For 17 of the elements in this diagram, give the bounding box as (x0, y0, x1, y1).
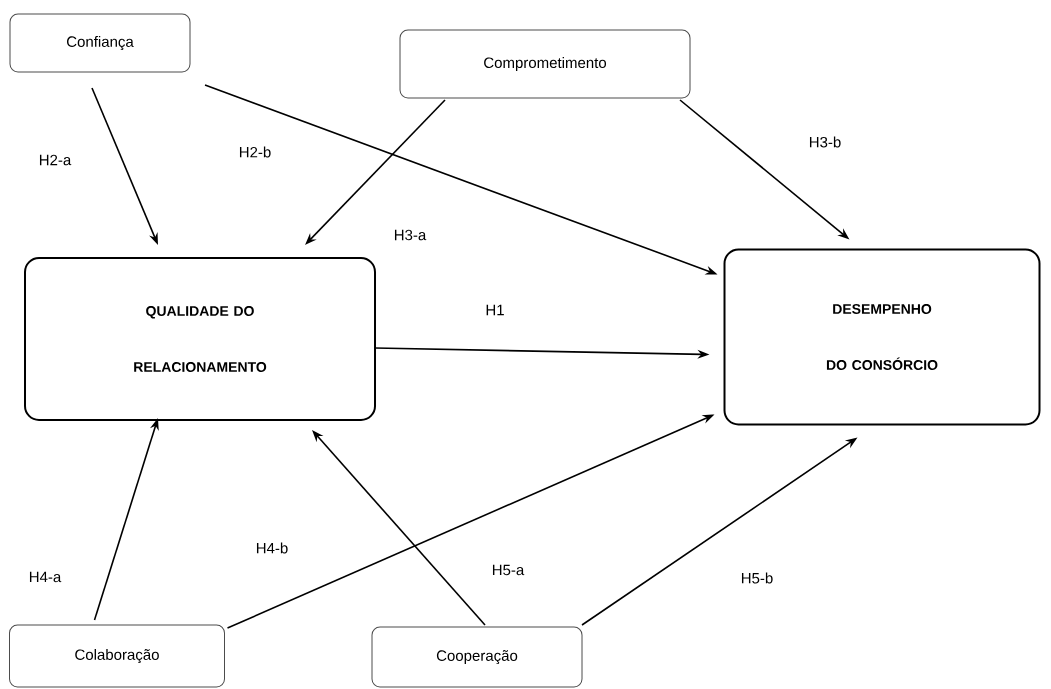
edge-label: H4-a (29, 571, 62, 583)
edge-label: H3-a (394, 229, 427, 241)
variable-box: Confiança (9, 13, 191, 73)
edge-label: H5-a (493, 564, 525, 576)
arrow (305, 99, 446, 245)
variable-box: Colaboração (9, 624, 225, 688)
edge-label: H2-b (239, 146, 271, 158)
edge-label: H5-b (742, 572, 773, 584)
edge-label: H3-b (810, 136, 841, 148)
variable-box: Comprometimento (399, 29, 691, 99)
edge-label: H1 (486, 304, 504, 316)
variable-box: Cooperação (371, 626, 583, 688)
edge-label: H2-a (39, 154, 72, 166)
arrow (312, 430, 486, 626)
edge-label: H4-b (256, 542, 288, 554)
construct-box: DESEMPENHO DO CONSÓRCIO (723, 248, 1041, 426)
construct-box: QUALIDADE DO RELACIONAMENTO (24, 257, 376, 421)
